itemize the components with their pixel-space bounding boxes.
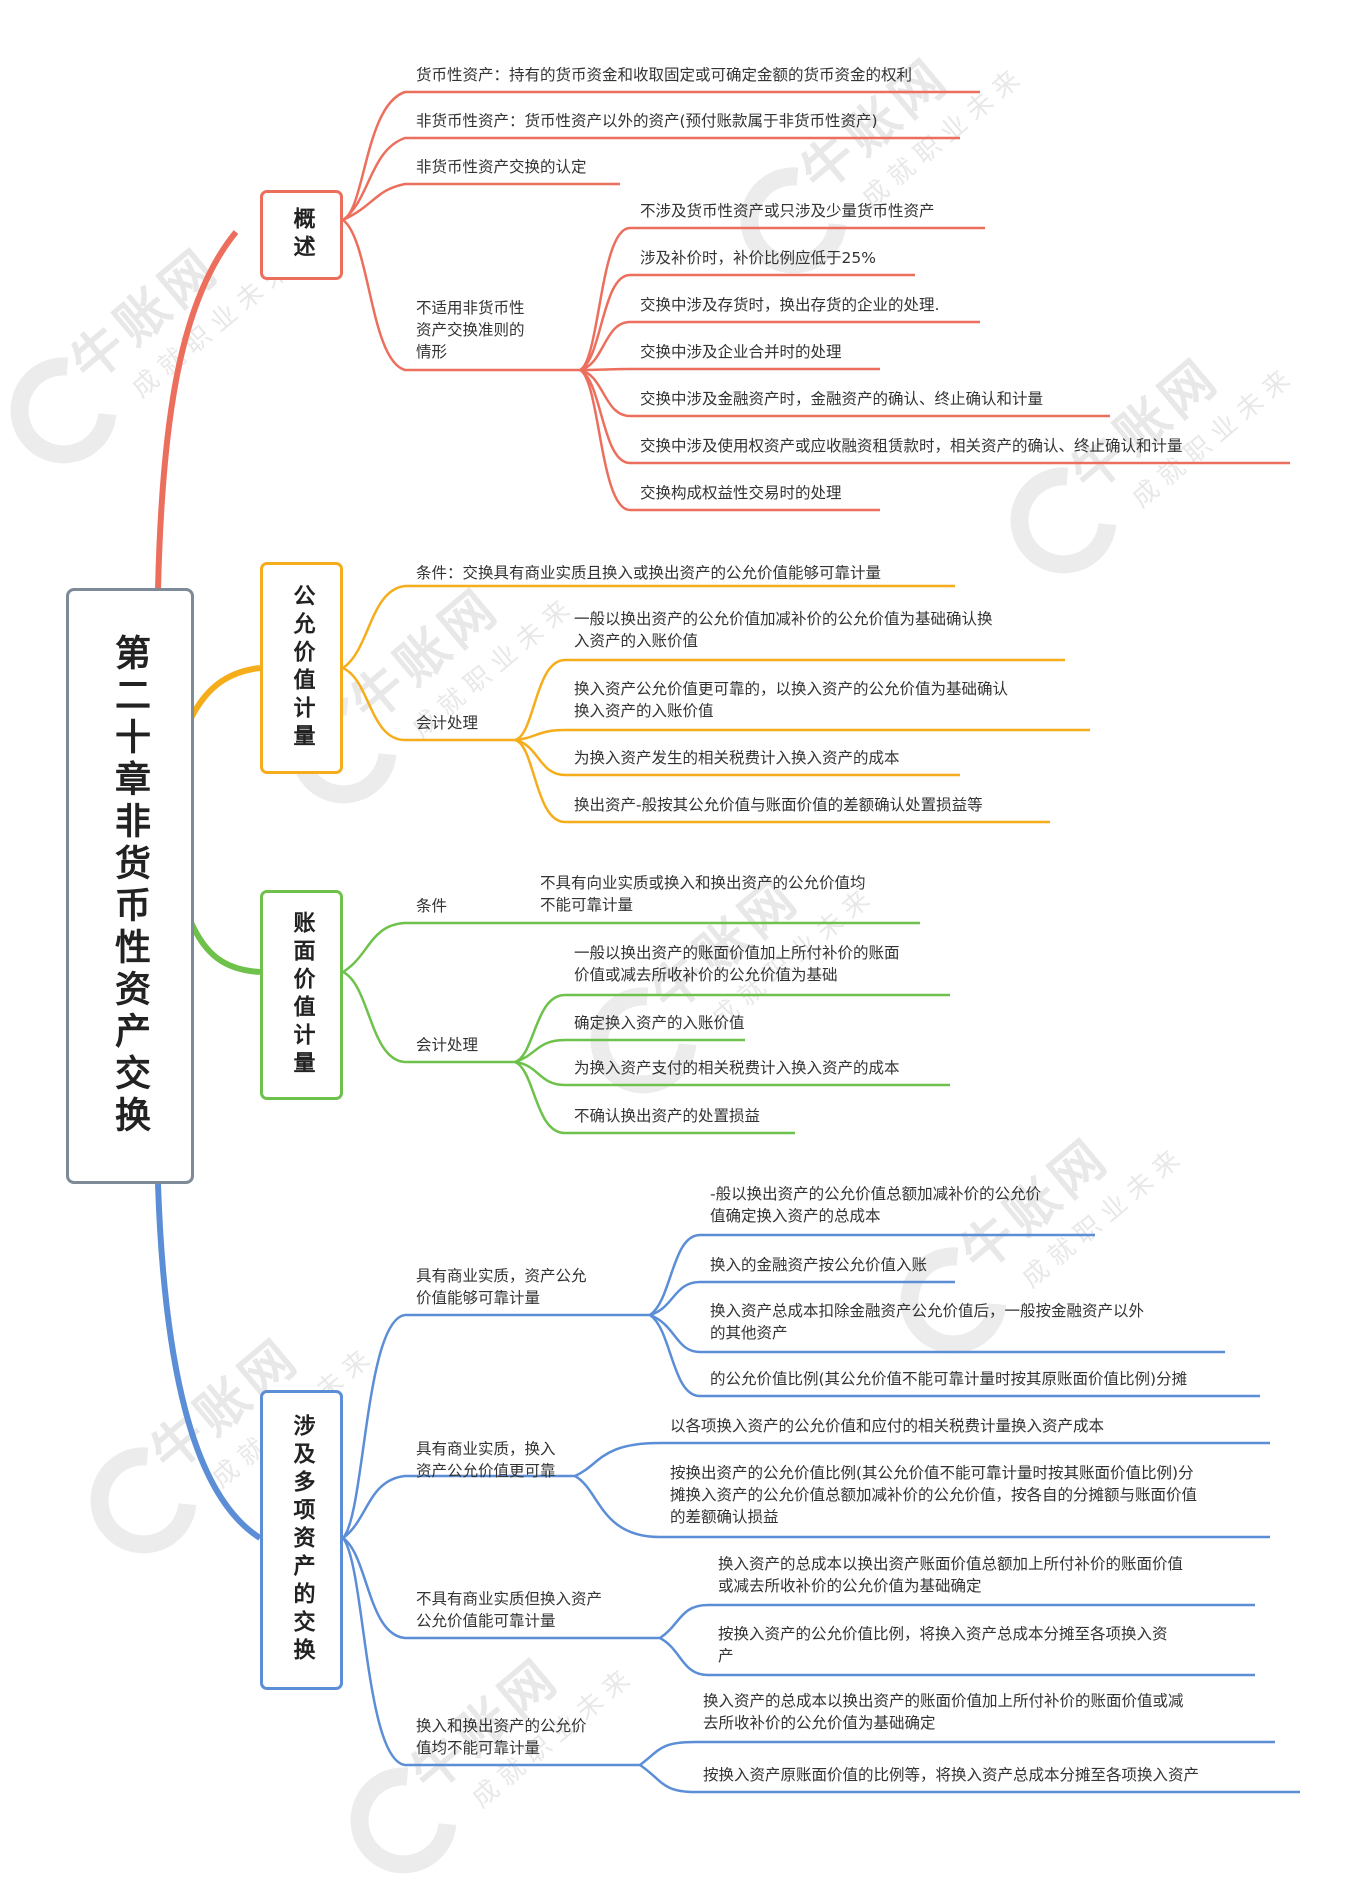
node-bv-condition-detail: 不具有向业实质或换入和换出资产的公允价值均 不能可靠计量 [540,874,866,914]
node-ma-g1-4: 的公允价值比例(其公允价值不能可靠计量时按其原账面价值比例)分摊 [710,1370,1188,1388]
node-na-2: 涉及补价时，补价比例应低于25% [640,249,876,267]
node-na-1: 不涉及货币性资产或只涉及少量货币性资产 [640,202,935,220]
node-fv-accounting: 会计处理 [416,714,479,732]
node-ma-group-4: 换入和换出资产的公允价 值均不能可靠计量 [416,1717,587,1757]
node-na-5: 交换中涉及金融资产时，金融资产的确认、终止确认和计量 [640,390,1044,408]
root-title: 第二十章非货币性资产交换 [109,634,151,1138]
node-ma-g4-2: 按换入资产原账面价值的比例等，将换入资产总成本分摊至各项换入资产 [703,1766,1200,1784]
node-bv-accounting: 会计处理 [416,1036,479,1054]
node-bv-3: 为换入资产支付的相关税费计入换入资产的成本 [574,1059,900,1077]
node-na-3: 交换中涉及存货时，换出存货的企业的处理. [640,296,940,314]
node-fv-3: 为换入资产发生的相关税费计入换入资产的成本 [574,749,900,767]
node-monetary-asset: 货币性资产：持有的货币资金和收取固定或可确定金额的货币资金的权利 [416,66,913,84]
node-bv-condition: 条件 [416,897,448,915]
node-ma-g2-2: 按换出资产的公允价值比例(其公允价值不能可靠计量时按其账面价值比例)分 摊换入资… [670,1464,1198,1526]
node-bv-1: 一般以换出资产的账面价值加上所付补价的账面 价值或减去所收补价的公允价值为基础 [574,944,900,984]
node-ma-group-1: 具有商业实质，资产公允 价值能够可靠计量 [416,1267,587,1307]
node-bv-2: 确定换入资产的入账价值 [574,1014,745,1032]
node-ma-g2-1: 以各项换入资产的公允价值和应付的相关税费计量换入资产成本 [670,1417,1105,1435]
node-fv-1: 一般以换出资产的公允价值加减补价的公允价值为基础确认换 入资产的入账价值 [574,610,993,650]
node-not-applicable: 不适用非货币性 资产交换准则的 情形 [416,299,525,361]
connector-root-b2 [187,665,261,722]
connector-root-b4 [155,1183,262,1541]
branch-book-value-title: 账面价值计量 [289,911,315,1079]
node-ma-g4-1: 换入资产的总成本以换出资产的账面价值加上所付补价的账面价值或减 去所收补价的公允… [703,1692,1184,1732]
branch-fair-value-title: 公允价值计量 [289,584,315,752]
node-exchange-recognition: 非货币性资产交换的认定 [416,158,587,176]
node-bv-4: 不确认换出资产的处置损益 [574,1107,761,1125]
node-fv-4: 换出资产-般按其公允价值与账面价值的差额确认处置损益等 [574,796,983,814]
branch-overview-title: 概述 [289,207,315,263]
branch-overview: 概述 [260,190,343,280]
connectors-b1 [342,90,1290,512]
root-node: 第二十章非货币性资产交换 [66,588,194,1184]
node-ma-g1-2: 换入的金融资产按公允价值入账 [710,1256,928,1274]
connector-root-b1 [155,230,239,591]
node-ma-group-3: 不具有商业实质但换入资产 公允价值能可靠计量 [416,1590,603,1630]
mindmap-connectors [155,90,1300,1794]
node-ma-g3-2: 按换入资产的公允价值比例，将换入资产总成本分摊至各项换入资 产 [718,1625,1168,1665]
node-fv-condition: 条件：交换具有商业实质且换入或换出资产的公允价值能够可靠计量 [416,564,882,582]
node-na-6: 交换中涉及使用权资产或应收融资租赁款时，相关资产的确认、终止确认和计量 [640,437,1183,455]
connectors-b4 [341,1233,1300,1794]
connector-root-b3 [187,918,261,975]
node-na-4: 交换中涉及企业合并时的处理 [640,343,842,361]
connectors-b2 [342,584,1090,824]
node-ma-group-2: 具有商业实质，换入 资产公允价值更可靠 [416,1440,556,1480]
node-non-monetary-asset: 非货币性资产：货币性资产以外的资产(预付账款属于非货币性资产) [416,112,878,130]
branch-book-value: 账面价值计量 [260,890,343,1100]
node-ma-g3-1: 换入资产的总成本以换出资产账面价值总额加上所付补价的账面价值 或减去所收补价的公… [718,1555,1184,1595]
node-ma-g1-3: 换入资产总成本扣除金融资产公允价值后，一般按金融资产以外 的其他资产 [710,1302,1145,1342]
branch-multi-asset-title: 涉及多项资产的交换 [289,1414,315,1666]
node-na-7: 交换构成权益性交易时的处理 [640,484,842,502]
node-fv-2: 换入资产公允价值更可靠的，以换入资产的公允价值为基础确认 换入资产的入账价值 [574,680,1009,720]
node-ma-g1-1: -般以换出资产的公允价值总额加减补价的公允价 值确定换入资产的总成本 [710,1185,1042,1225]
connectors-b3 [342,921,950,1135]
branch-fair-value: 公允价值计量 [260,562,343,774]
branch-multi-asset: 涉及多项资产的交换 [260,1390,343,1690]
